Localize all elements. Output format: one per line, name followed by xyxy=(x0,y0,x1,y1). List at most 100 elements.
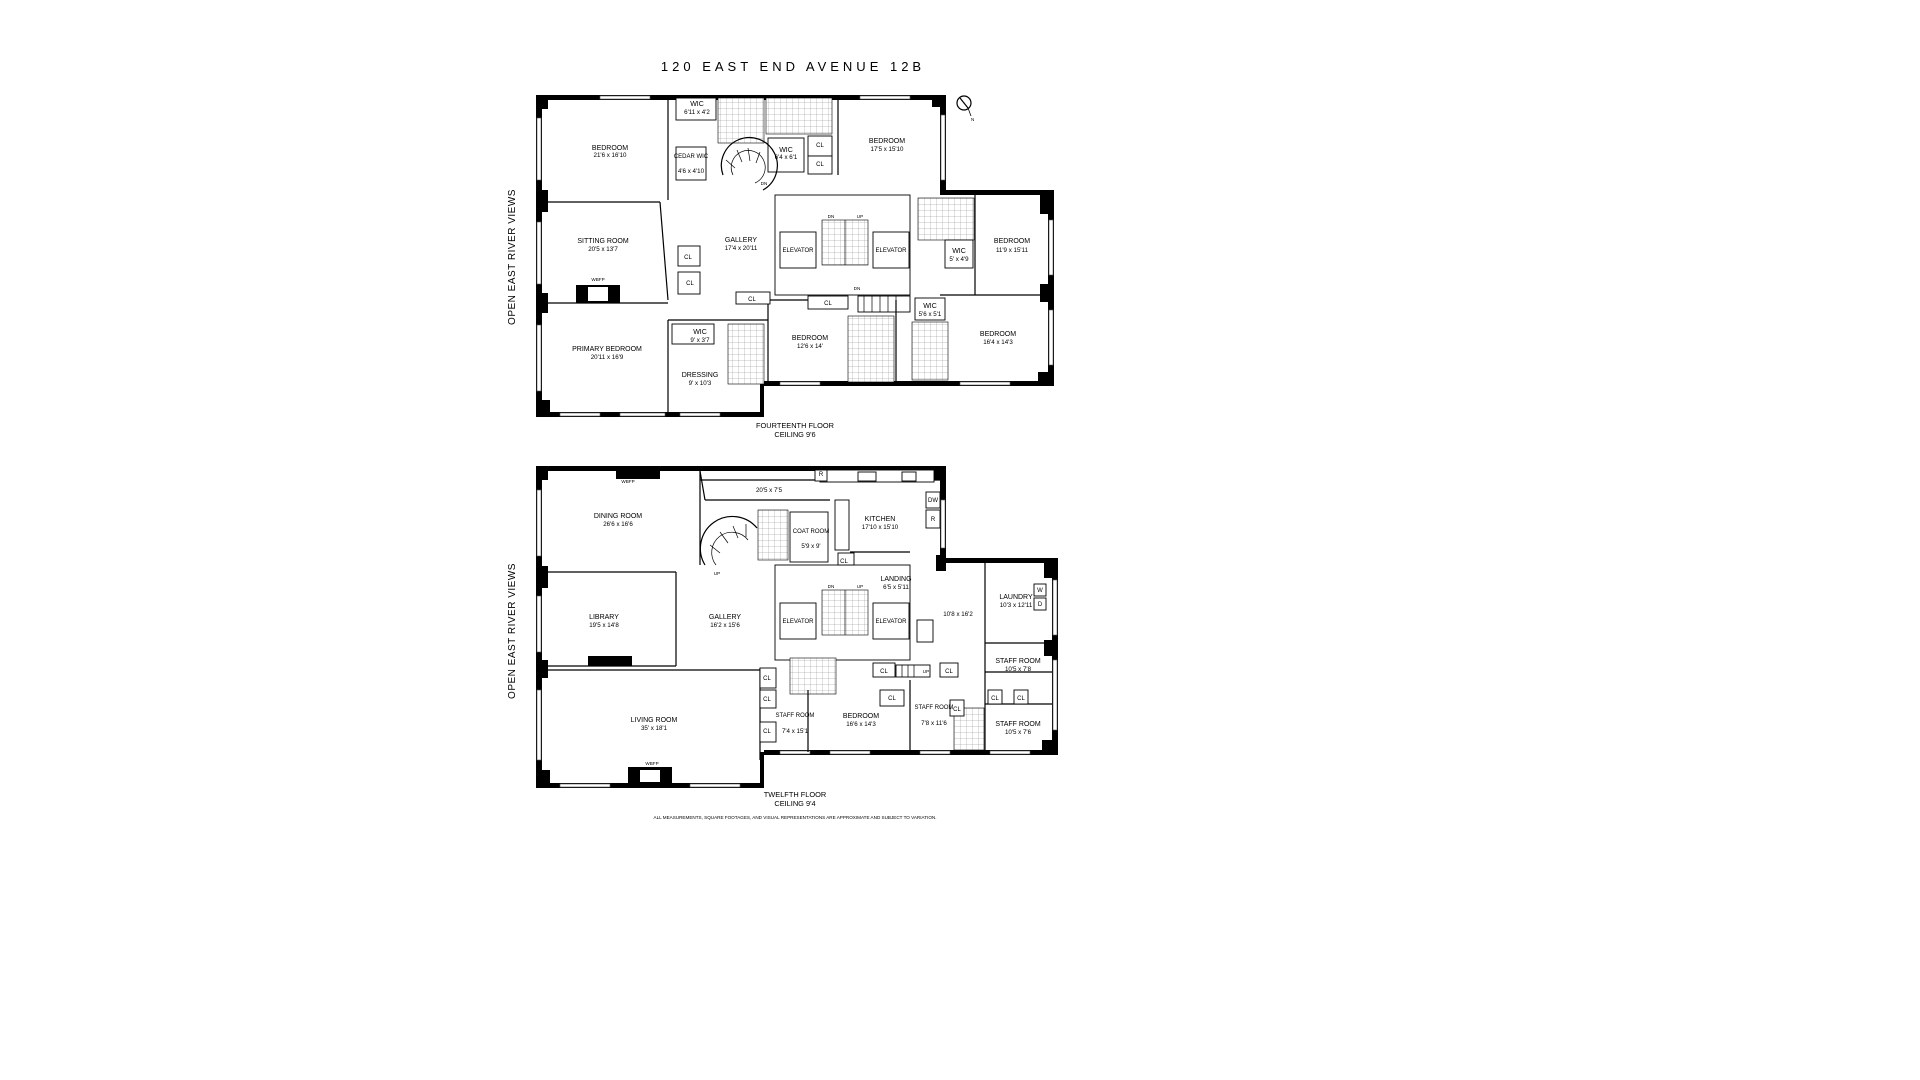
room-dimensions: 12'6 x 14' xyxy=(797,343,823,350)
room-dimensions: 7'4 x 15'1 xyxy=(782,728,809,735)
room-dimensions: 10'8 x 16'2 xyxy=(943,611,973,618)
room-label: LANDING xyxy=(880,576,911,583)
room-label: STAFF ROOM xyxy=(995,658,1041,665)
room-dimensions: 26'6 x 16'6 xyxy=(603,521,633,528)
closet-label: CL xyxy=(953,707,961,713)
room-dimensions: 9' x 3'7 xyxy=(690,337,710,344)
room-dimensions: 10'3 x 12'11 xyxy=(1000,602,1033,609)
room-label: STAFF ROOM xyxy=(776,713,815,719)
room-label: WIC xyxy=(952,248,966,255)
room-dimensions: 5'9 x 9' xyxy=(801,543,820,550)
washer-label: W xyxy=(1037,588,1043,594)
room-label: WIC xyxy=(690,101,704,108)
closet-label: CL xyxy=(684,255,692,261)
closet-label: CL xyxy=(888,696,896,702)
floor-plan: 120 EAST END AVENUE 12B N xyxy=(507,59,1058,820)
room-label: BEDROOM xyxy=(592,145,628,152)
stair-up-label: UP xyxy=(857,584,863,589)
stair-up-label: UP xyxy=(923,669,929,674)
room-dimensions: 6'5 x 5'11 xyxy=(883,584,909,591)
closet-label: CL xyxy=(840,559,848,565)
room-label: CEDAR WIC xyxy=(674,154,709,160)
closet-label: CL xyxy=(991,696,999,702)
dryer-label: D xyxy=(1038,602,1043,608)
ceiling-height: CEILING 9'6 xyxy=(774,430,815,439)
room-label: KITCHEN xyxy=(865,516,896,523)
closet-label: CL xyxy=(763,676,771,682)
room-dimensions: 6'4 x 6'1 xyxy=(775,154,798,161)
closet-label: CL xyxy=(748,297,756,303)
room-dimensions: 17'10 x 15'10 xyxy=(862,524,899,531)
fourteenth-floor-plan xyxy=(536,95,1054,417)
disclaimer: ALL MEASUREMENTS, SQUARE FOOTAGES, AND V… xyxy=(654,815,937,820)
elevator-label: ELEVATOR xyxy=(875,619,907,625)
room-dimensions: 35' x 18'1 xyxy=(641,725,668,732)
room-label: WIC xyxy=(923,303,937,310)
room-dimensions: 16'2 x 15'6 xyxy=(710,622,740,629)
floor-caption: TWELFTH FLOOR xyxy=(764,790,826,799)
fourteenth-floor-labels: BEDROOM 21'6 x 16'10 WIC 6'11 x 4'2 CEDA… xyxy=(572,101,1030,387)
room-label: STAFF ROOM xyxy=(995,721,1041,728)
stair-up-label: UP xyxy=(714,571,720,576)
elevator-label: ELEVATOR xyxy=(875,248,907,254)
closet-label: CL xyxy=(816,143,824,149)
fireplace-label: WBFP xyxy=(645,761,658,766)
room-dimensions: 6'11 x 4'2 xyxy=(684,109,710,116)
plan-title: 120 EAST END AVENUE 12B xyxy=(661,59,925,74)
closet-label: CL xyxy=(686,281,694,287)
room-dimensions: 20'5 x 7'5 xyxy=(756,487,783,494)
room-label: DINING ROOM xyxy=(594,513,642,520)
room-label: DRESSING xyxy=(682,372,719,379)
room-label: BEDROOM xyxy=(792,335,828,342)
stair-down-label: DN xyxy=(761,181,768,186)
twelfth-floor-labels: DINING ROOM 26'6 x 16'6 20'5 x 7'5 KITCH… xyxy=(589,472,1043,766)
room-dimensions: 5' x 4'9 xyxy=(949,256,969,263)
room-dimensions: 21'6 x 16'10 xyxy=(594,152,628,159)
elevator-label: ELEVATOR xyxy=(782,619,814,625)
room-dimensions: 9' x 10'3 xyxy=(689,380,712,387)
closet-label: CL xyxy=(945,669,953,675)
view-label: OPEN EAST RIVER VIEWS xyxy=(507,189,518,325)
stair-down-label: DN xyxy=(828,584,835,589)
room-dimensions: 16'6 x 14'3 xyxy=(846,721,876,728)
closet-label: CL xyxy=(763,697,771,703)
stair-up-label: UP xyxy=(857,214,863,219)
room-dimensions: 16'4 x 14'3 xyxy=(983,339,1013,346)
room-label: LIVING ROOM xyxy=(631,717,678,724)
room-label: COAT ROOM xyxy=(793,529,829,535)
compass-icon: N xyxy=(956,95,974,122)
room-label: BEDROOM xyxy=(843,713,879,720)
spiral-stair-12 xyxy=(699,515,758,566)
room-dimensions: 7'8 x 11'6 xyxy=(921,720,947,727)
room-dimensions: 11'9 x 15'11 xyxy=(996,247,1029,254)
room-dimensions: 19'5 x 14'8 xyxy=(589,622,619,629)
room-dimensions: 17'4 x 20'11 xyxy=(725,245,758,252)
room-label: STAFF ROOM xyxy=(915,705,954,711)
room-label: WIC xyxy=(779,147,793,154)
closet-label: CL xyxy=(880,669,888,675)
room-dimensions: 20'5 x 13'7 xyxy=(588,246,618,253)
room-label: GALLERY xyxy=(725,237,757,244)
room-dimensions: 5'6 x 5'1 xyxy=(919,311,942,318)
fireplace-label: WBFP xyxy=(605,655,618,660)
twelfth-floor-plan xyxy=(536,466,1058,788)
room-dimensions: 20'11 x 16'9 xyxy=(591,354,624,361)
svg-text:N: N xyxy=(971,117,974,122)
room-label: SITTING ROOM xyxy=(577,238,629,245)
room-dimensions: 10'5 x 7'6 xyxy=(1005,729,1032,736)
room-dimensions: 4'6 x 4'10 xyxy=(678,168,705,175)
room-dimensions: 10'5 x 7'8 xyxy=(1005,666,1032,673)
closet-label: CL xyxy=(1017,696,1025,702)
room-dimensions: 17'5 x 15'10 xyxy=(871,146,905,153)
floor-caption: FOURTEENTH FLOOR xyxy=(756,421,834,430)
room-label: LIBRARY xyxy=(589,614,619,621)
room-label: BEDROOM xyxy=(869,138,905,145)
room-label: LAUNDRY xyxy=(999,594,1033,601)
stair-down-label: DN xyxy=(828,214,835,219)
closet-label: CL xyxy=(824,301,832,307)
room-label: BEDROOM xyxy=(980,331,1016,338)
elevator-label: ELEVATOR xyxy=(782,248,814,254)
fridge-label: R xyxy=(931,517,936,523)
fireplace-label: WBFP xyxy=(591,277,604,282)
room-label: WIC xyxy=(693,329,707,336)
